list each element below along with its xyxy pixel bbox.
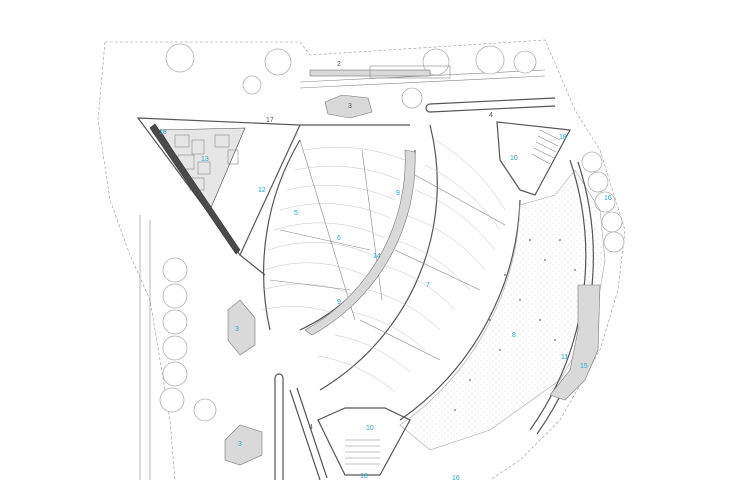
east-building bbox=[549, 284, 601, 401]
kiosk-north bbox=[324, 94, 373, 119]
label-18-north-east: 18 bbox=[559, 134, 567, 141]
label-13: 13 bbox=[201, 156, 209, 163]
label-9-lower: 9 bbox=[337, 299, 341, 306]
south-west-ramp-2 bbox=[289, 387, 328, 480]
label-5: 5 bbox=[294, 210, 298, 217]
label-4-south: 4 bbox=[309, 424, 313, 431]
label-11: 11 bbox=[561, 354, 568, 361]
stair-south bbox=[345, 439, 380, 465]
label-7: 7 bbox=[426, 282, 430, 289]
label-8: 8 bbox=[512, 332, 516, 339]
stage-pod-north-east bbox=[496, 121, 571, 196]
label-10-north-east: 10 bbox=[510, 155, 518, 162]
west-building-edge bbox=[149, 123, 241, 255]
label-4-north: 4 bbox=[489, 112, 493, 119]
entry-road bbox=[139, 215, 151, 480]
label-6: 6 bbox=[337, 235, 341, 242]
tree-row-west bbox=[159, 257, 217, 422]
box-strip bbox=[304, 149, 416, 336]
label-10-south: 10 bbox=[366, 425, 374, 432]
label-3-north: 3 bbox=[348, 103, 352, 110]
lawn-area bbox=[399, 169, 606, 451]
west-building bbox=[136, 117, 301, 257]
label-16-south: 16 bbox=[452, 475, 460, 480]
people-figures bbox=[454, 239, 576, 411]
label-3-south-west: 3 bbox=[238, 441, 242, 448]
stair-north-east bbox=[531, 129, 561, 165]
label-14: 14 bbox=[373, 253, 381, 260]
north-east-ramp bbox=[425, 97, 556, 113]
label-17: 17 bbox=[266, 117, 274, 124]
north-service-block bbox=[369, 65, 451, 79]
kiosk-west bbox=[227, 299, 256, 356]
label-18-west: 18 bbox=[159, 129, 167, 136]
label-2: 2 bbox=[337, 61, 341, 68]
label-15: 15 bbox=[580, 363, 588, 370]
label-9-upper: 9 bbox=[396, 190, 400, 197]
label-12: 12 bbox=[258, 187, 266, 194]
tree-row-north bbox=[165, 43, 537, 109]
south-west-ramp bbox=[274, 373, 284, 480]
label-18-south: 18 bbox=[360, 473, 368, 480]
label-3-west: 3 bbox=[235, 326, 239, 333]
west-link-wall bbox=[239, 124, 410, 276]
stage-pod-south bbox=[317, 407, 411, 476]
tree-row-east bbox=[581, 151, 625, 253]
kiosk-south-west bbox=[224, 424, 263, 466]
label-16-east: 16 bbox=[604, 195, 612, 202]
